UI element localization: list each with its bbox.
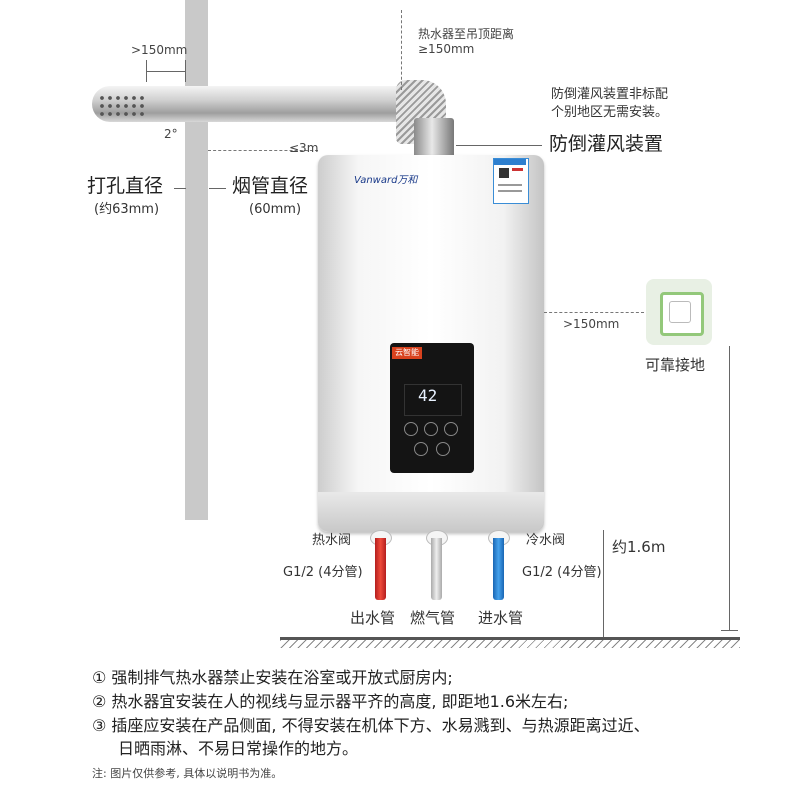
gas-pipe [431,538,442,600]
hot-valve-label: 热水阀 [312,533,352,548]
energy-label-line [498,184,522,186]
antiwind-label: 防倒灌风装置 [549,133,664,155]
antiwind-note-1: 防倒灌风装置非标配 [551,87,669,102]
energy-label-line [498,190,522,192]
dim-line-wall [146,71,185,72]
flue-length: ≤3m [289,141,319,155]
panel-brand: 云智能 [392,347,422,359]
socket-outlet-icon [669,301,691,323]
dim-wall-distance: >150mm [131,43,188,57]
hole-diameter-value: (约63mm) [94,202,160,217]
flue-diameter-label: 烟管直径 [232,175,309,197]
settings-button-icon [444,422,458,436]
note-2: ② 热水器宜安装在人的视线与显示器平齐的高度, 即距地1.6米左右; [92,692,569,711]
note-3: ③ 插座应安装在产品侧面, 不得安装在机体下方、水易溅到、与热源距离过近、 [92,716,650,735]
ceiling-clearance-value: ≥150mm [418,42,475,56]
gas-pipe-label: 燃气管 [410,609,456,627]
cold-valve-label: 冷水阀 [526,533,566,548]
side-clearance: >150mm [563,317,620,331]
slope-angle: 2° [164,127,178,141]
down-button-icon [414,442,428,456]
ground-wire [729,346,730,630]
up-button-icon [436,442,450,456]
footnote: 注: 图片仅供参考, 具体以说明书为准。 [92,767,283,780]
outlet-pipe-label: 出水管 [350,609,396,627]
flue-diameter-value: (60mm) [249,202,302,217]
dim-tick-right [185,60,186,82]
note-1: ① 强制排气热水器禁止安装在浴室或开放式厨房内; [92,668,453,687]
antiwind-leader [456,145,542,146]
cold-water-pipe [493,538,504,600]
socket-grounding: 可靠接地 [645,356,706,374]
power-button-icon [404,422,418,436]
energy-label-grade [512,168,523,171]
energy-label-header [494,159,526,165]
hot-pipe-spec: G1/2 (4分管) [283,565,363,580]
temperature-display: 42 [418,386,438,405]
inlet-pipe-label: 进水管 [478,609,524,627]
ceiling-dim-line [401,10,402,90]
flue-length-dim [208,150,318,151]
flue-vent-holes [98,94,146,116]
wall [185,0,208,520]
floor-hatch [280,640,740,648]
hole-leader [174,188,186,189]
antiwind-note-2: 个别地区无需安装。 [551,105,669,120]
install-height: 约1.6m [612,538,666,556]
flue-leader [209,188,226,189]
water-heater-base [318,492,544,532]
height-dim-line [603,530,604,637]
energy-label-qr [499,168,509,178]
floor-line [280,637,740,640]
hot-water-pipe [375,538,386,600]
cold-pipe-spec: G1/2 (4分管) [522,565,602,580]
brand-logo: Vanward万和 [354,175,418,186]
ground-symbol [721,630,738,631]
mode-button-icon [424,422,438,436]
anti-backdraft-device [414,118,454,160]
display-screen [404,384,462,416]
side-dim-line [544,312,644,313]
hole-diameter-label: 打孔直径 [87,175,164,197]
energy-label [493,158,529,204]
socket-frame [660,292,704,336]
ceiling-clearance-label: 热水器至吊顶距离 [418,27,515,41]
note-3-cont: 日晒雨淋、不易日常操作的地方。 [118,739,359,758]
